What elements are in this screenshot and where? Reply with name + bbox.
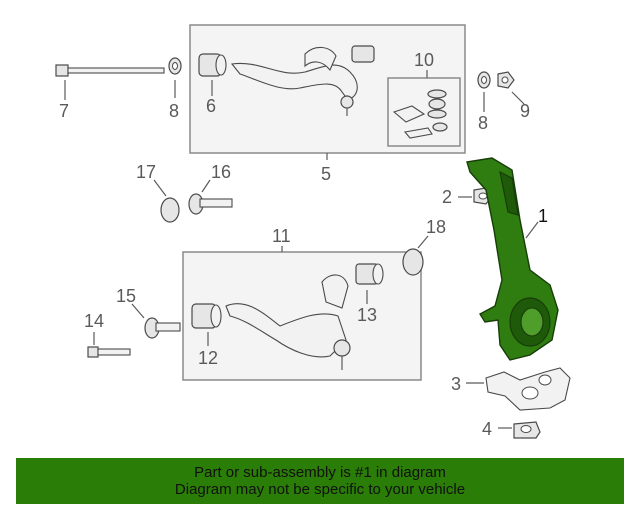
callout-8-left: 8 xyxy=(169,101,179,121)
bushing-part-13[interactable] xyxy=(355,263,384,285)
callout-2: 2 xyxy=(442,187,452,207)
diagram-notice-banner: Part or sub-assembly is #1 in diagram Di… xyxy=(16,458,624,504)
callout-15: 15 xyxy=(116,286,136,306)
leader-lines xyxy=(64,70,539,429)
callout-5: 5 xyxy=(321,164,331,184)
bracket-part-3[interactable] xyxy=(485,367,571,411)
cam-bolt-part-15[interactable] xyxy=(144,317,181,339)
bushing-part-6[interactable] xyxy=(198,53,227,77)
callout-3: 3 xyxy=(451,374,461,394)
callout-17: 17 xyxy=(136,162,156,182)
callout-8-right: 8 xyxy=(478,113,488,133)
cam-washer-part-17[interactable] xyxy=(160,197,180,223)
bolt-part-7[interactable] xyxy=(55,64,165,77)
banner-line-1: Part or sub-assembly is #1 in diagram xyxy=(194,464,446,481)
bushing-part-18[interactable] xyxy=(402,248,424,276)
callout-12: 12 xyxy=(198,348,218,368)
callout-4: 4 xyxy=(482,419,492,439)
steering-knuckle-part-1[interactable] xyxy=(466,157,559,361)
callout-18: 18 xyxy=(426,217,446,237)
diagram-canvas: 1 2 3 4 5 6 7 8 8 9 10 11 12 13 14 15 16… xyxy=(55,24,571,439)
callout-9: 9 xyxy=(520,101,530,121)
callout-14: 14 xyxy=(84,311,104,331)
callout-10: 10 xyxy=(414,50,434,70)
bushing-part-12[interactable] xyxy=(191,303,222,329)
banner-line-2: Diagram may not be specific to your vehi… xyxy=(174,481,466,498)
nut-part-4[interactable] xyxy=(513,421,541,439)
callout-13: 13 xyxy=(357,305,377,325)
callout-6: 6 xyxy=(206,96,216,116)
lower-control-arm[interactable] xyxy=(225,274,351,370)
nut-part-9[interactable] xyxy=(497,71,515,89)
washer-part-8-left[interactable] xyxy=(168,57,182,75)
kit-part-10-items[interactable] xyxy=(392,89,448,139)
callout-1: 1 xyxy=(538,206,548,226)
cam-bolt-part-16[interactable] xyxy=(188,193,233,215)
washer-part-8-right[interactable] xyxy=(477,71,491,89)
bolt-part-14[interactable] xyxy=(87,346,131,358)
callout-11: 11 xyxy=(272,226,291,246)
upper-control-arm[interactable] xyxy=(230,45,375,116)
callout-16: 16 xyxy=(211,162,231,182)
callout-7: 7 xyxy=(59,101,69,121)
